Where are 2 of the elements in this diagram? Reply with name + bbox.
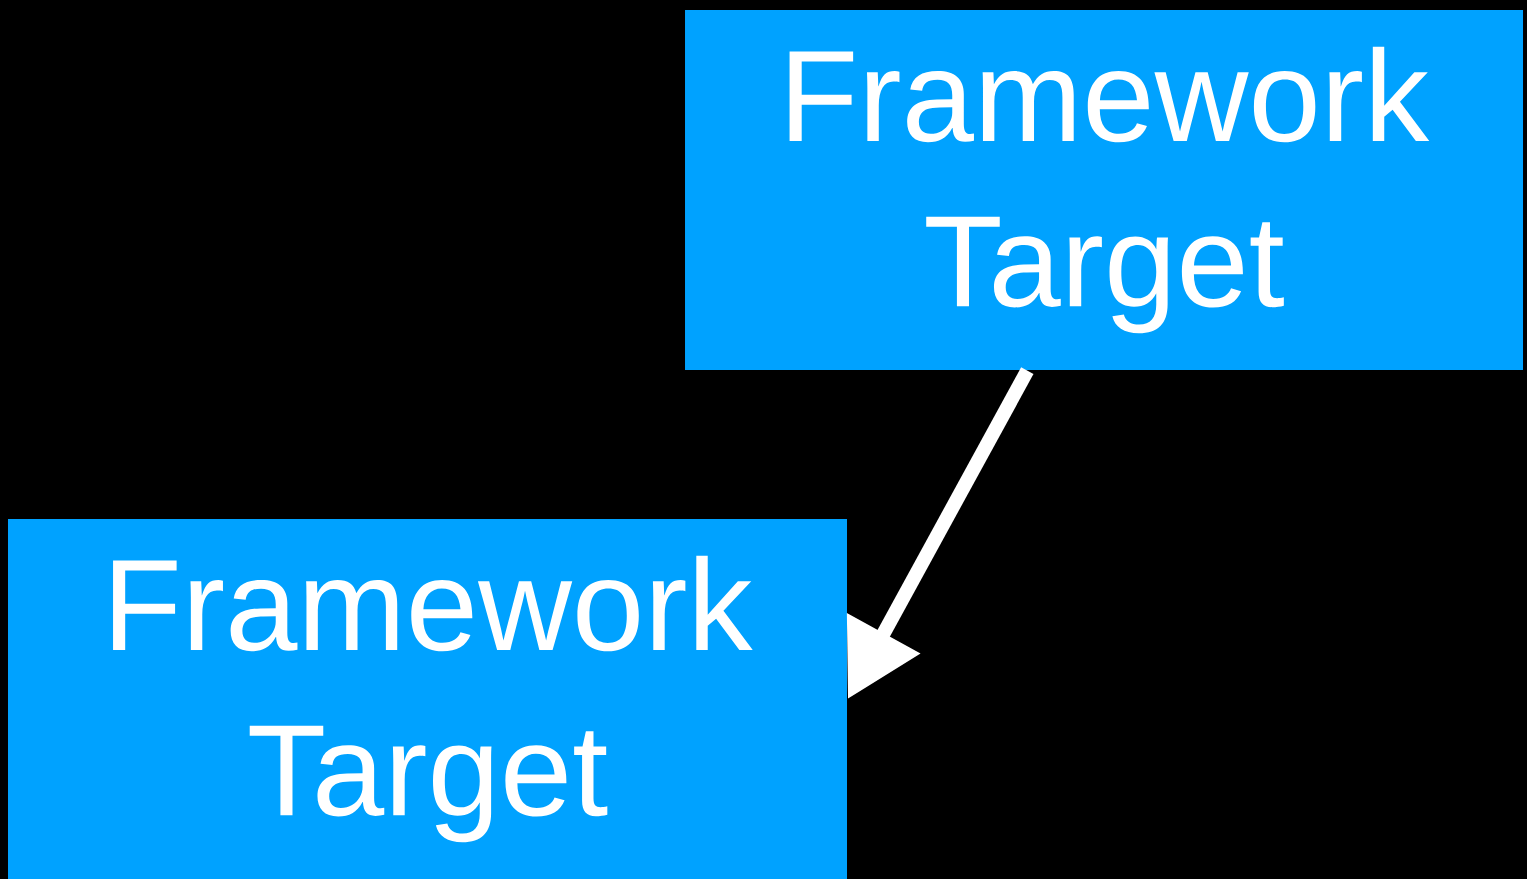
- target-box: Framework Target: [685, 10, 1523, 370]
- target-box: Framework Target: [8, 519, 847, 879]
